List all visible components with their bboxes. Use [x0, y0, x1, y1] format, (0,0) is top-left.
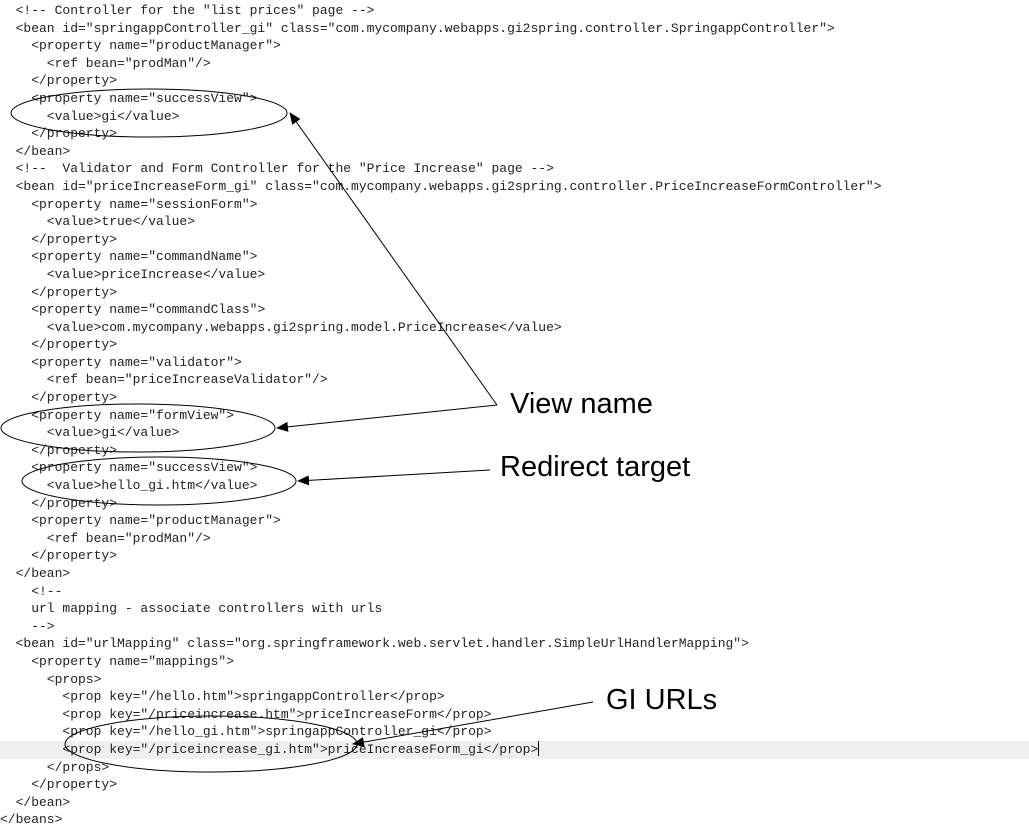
code-line-text: <property name="formView"> [31, 407, 235, 423]
code-line[interactable]: </property> [0, 495, 1029, 513]
code-line-text: </bean> [15, 143, 71, 159]
code-line[interactable]: <ref bean="prodMan"/> [0, 530, 1029, 548]
code-line[interactable]: <value>priceIncrease</value> [0, 266, 1029, 284]
code-line[interactable]: <value>com.mycompany.webapps.gi2spring.m… [0, 319, 1029, 337]
code-line[interactable]: <prop key="/priceincrease_gi.htm">priceI… [0, 740, 1029, 759]
code-line-text: <ref bean="prodMan"/> [46, 55, 211, 71]
code-line-text: <property name="mappings"> [31, 653, 235, 669]
code-line[interactable]: </property> [0, 72, 1029, 90]
code-line-text: <property name="productManager"> [31, 513, 281, 529]
code-line[interactable]: <property name="successView"> [0, 90, 1029, 108]
code-line-text: <value>com.mycompany.webapps.gi2spring.m… [46, 319, 562, 335]
code-line-text: <value>gi</value> [46, 425, 180, 441]
code-line-text: <ref bean="priceIncreaseValidator"/> [46, 372, 328, 388]
code-line[interactable]: <property name="sessionForm"> [0, 196, 1029, 214]
code-line[interactable]: </property> [0, 231, 1029, 249]
code-line-text: <property name="commandClass"> [31, 302, 266, 318]
code-line-text: </bean> [15, 566, 71, 581]
code-line[interactable]: <prop key="/priceincrease.htm">priceIncr… [0, 706, 1029, 724]
code-line[interactable]: <!-- Controller for the "list prices" pa… [0, 2, 1029, 20]
code-line-text: <prop key="/priceincrease_gi.htm">priceI… [62, 741, 539, 757]
code-line-text: <bean id="urlMapping" class="org.springf… [15, 636, 749, 652]
code-line[interactable]: <property name="productManager"> [0, 37, 1029, 55]
code-line[interactable]: </property> [0, 547, 1029, 565]
code-line[interactable]: </property> [0, 284, 1029, 302]
code-line[interactable]: </property> [0, 389, 1029, 407]
code-line[interactable]: <bean id="springappController_gi" class=… [0, 20, 1029, 38]
code-line[interactable]: </bean> [0, 143, 1029, 161]
code-line-text: </property> [31, 442, 118, 458]
code-line[interactable]: <prop key="/hello.htm">springappControll… [0, 688, 1029, 706]
code-line-text: </property> [31, 777, 118, 793]
code-line[interactable]: <property name="commandName"> [0, 248, 1029, 266]
code-line-text: url mapping - associate controllers with… [31, 601, 383, 617]
code-line[interactable]: <property name="productManager"> [0, 512, 1029, 530]
code-line-text: <prop key="/hello_gi.htm">springappContr… [62, 724, 492, 740]
annotation-redirect-target: Redirect target [500, 451, 691, 483]
code-line-text: <bean id="springappController_gi" class=… [15, 20, 835, 36]
code-line-text: <value>priceIncrease</value> [46, 266, 266, 282]
code-line-text: </property> [31, 73, 118, 89]
code-line[interactable]: <value>true</value> [0, 213, 1029, 231]
code-line-text: <props> [46, 671, 102, 687]
code-line-text: </property> [31, 337, 118, 353]
code-line-text: <!-- Controller for the "list prices" pa… [15, 3, 375, 18]
code-line[interactable]: <value>gi</value> [0, 424, 1029, 442]
code-line-text: </property> [31, 231, 118, 247]
code-line-text: </property> [31, 284, 118, 300]
code-line[interactable]: <bean id="priceIncreaseForm_gi" class="c… [0, 178, 1029, 196]
code-line-text: </props> [46, 759, 110, 775]
code-line-text: --> [31, 618, 55, 634]
code-line-text: <prop key="/priceincrease.htm">priceIncr… [62, 706, 492, 722]
code-line[interactable]: <prop key="/hello_gi.htm">springappContr… [0, 723, 1029, 741]
code-line[interactable]: </property> [0, 336, 1029, 354]
annotation-view-name: View name [510, 388, 653, 420]
code-line[interactable]: <!-- [0, 583, 1029, 601]
code-line-text: <value>hello_gi.htm</value> [46, 478, 258, 494]
code-line[interactable]: </beans> [0, 811, 1029, 829]
code-line[interactable]: <property name="commandClass"> [0, 301, 1029, 319]
code-line[interactable]: --> [0, 618, 1029, 636]
text-cursor [538, 740, 540, 756]
code-line[interactable]: <bean id="urlMapping" class="org.springf… [0, 635, 1029, 653]
code-line-text: <property name="productManager"> [31, 38, 281, 54]
code-line-text: <!-- [31, 583, 63, 599]
code-line-text: </property> [31, 126, 118, 142]
code-line[interactable]: <property name="validator"> [0, 354, 1029, 372]
code-line-text: </property> [31, 390, 118, 406]
code-line[interactable]: </props> [0, 759, 1029, 777]
code-line-text: <value>gi</value> [46, 108, 180, 124]
code-line[interactable]: <props> [0, 671, 1029, 689]
annotation-gi-urls: GI URLs [606, 684, 718, 716]
code-line[interactable]: </bean> [0, 565, 1029, 583]
code-line-text: </property> [31, 548, 118, 564]
code-line-text: <property name="commandName"> [31, 249, 258, 265]
code-line-text: <prop key="/hello.htm">springappControll… [62, 689, 445, 705]
code-line-text: <property name="successView"> [31, 90, 258, 106]
code-line-text: </property> [31, 495, 118, 511]
code-line[interactable]: </bean> [0, 794, 1029, 812]
code-line[interactable]: <ref bean="priceIncreaseValidator"/> [0, 371, 1029, 389]
code-line-text: </bean> [15, 794, 71, 810]
code-line[interactable]: <value>gi</value> [0, 108, 1029, 126]
code-line-text: <property name="validator"> [31, 354, 242, 370]
code-line-text: </beans> [0, 812, 63, 828]
code-line-text: <value>true</value> [46, 214, 196, 230]
code-line-text: <bean id="priceIncreaseForm_gi" class="c… [15, 178, 882, 194]
code-line-text: <property name="sessionForm"> [31, 196, 258, 212]
code-line-text: <ref bean="prodMan"/> [46, 530, 211, 546]
code-line[interactable]: </property> [0, 125, 1029, 143]
code-line[interactable]: <property name="mappings"> [0, 653, 1029, 671]
code-line[interactable]: <!-- Validator and Form Controller for t… [0, 160, 1029, 178]
code-line[interactable]: </property> [0, 776, 1029, 794]
code-line[interactable]: url mapping - associate controllers with… [0, 600, 1029, 618]
code-line-text: <property name="successView"> [31, 460, 258, 476]
code-line[interactable]: <ref bean="prodMan"/> [0, 55, 1029, 73]
code-line-text: <!-- Validator and Form Controller for t… [15, 161, 554, 177]
